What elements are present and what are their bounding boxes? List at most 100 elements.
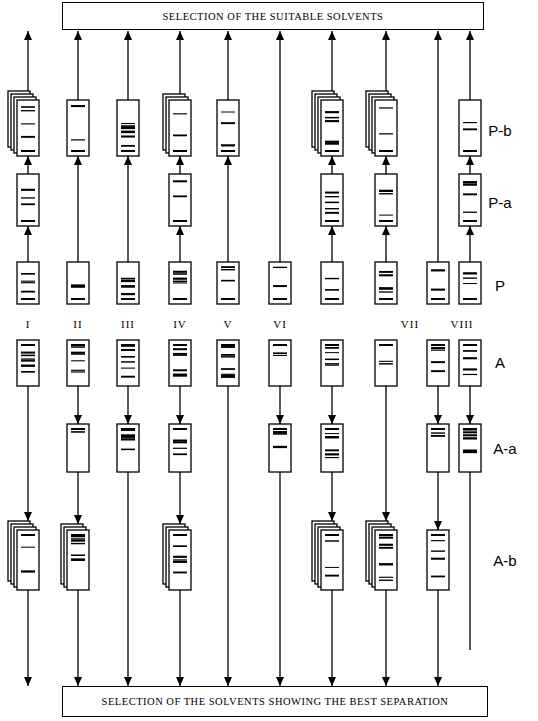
tlc-plate: [17, 340, 39, 386]
arrow-head: [328, 415, 336, 424]
arrow-head: [434, 31, 442, 40]
arrow-head: [276, 415, 284, 424]
tlc-plate: [269, 262, 291, 304]
tlc-plate: [459, 424, 481, 472]
flow-line: [279, 472, 280, 686]
arrow-head: [176, 515, 184, 524]
flow-arrows: [24, 31, 474, 686]
arrow-head: [224, 31, 232, 40]
flow-line: [279, 31, 280, 262]
column-numeral: III: [120, 319, 136, 330]
arrow-head: [328, 677, 336, 686]
plate-stack: [163, 524, 191, 590]
arrow-head: [176, 31, 184, 40]
tlc-plate: [169, 340, 191, 386]
column-numeral: II: [72, 319, 83, 330]
tlc-plate: [375, 174, 397, 226]
tlc-plate: [217, 100, 239, 156]
tlc-plate: [321, 340, 343, 386]
arrow-head: [328, 156, 336, 165]
plate-stack: [312, 521, 343, 590]
tlc-plate: [459, 340, 481, 386]
arrow-head: [382, 31, 390, 40]
tlc-plate: [17, 174, 39, 226]
arrow-head: [24, 512, 32, 521]
tlc-plate: [321, 424, 343, 472]
tlc-plate: [117, 340, 139, 386]
flow-line: [331, 590, 332, 686]
arrow-head: [124, 677, 132, 686]
tlc-plate: [375, 340, 397, 386]
arrow-head: [74, 156, 82, 165]
arrow-head: [466, 415, 474, 424]
flow-line: [127, 31, 128, 100]
flow-line: [77, 156, 78, 262]
column-numeral: V: [223, 319, 234, 330]
flow-line: [127, 156, 128, 262]
flow-line: [227, 386, 228, 686]
column-numeral: VII: [400, 319, 420, 330]
tlc-plate: [217, 340, 239, 386]
arrow-head: [382, 226, 390, 235]
tlc-plate: [117, 262, 139, 304]
tlc-plate: [427, 424, 449, 472]
box-text: SELECTION OF THE SOLVENTS SHOWING THE BE…: [96, 696, 455, 707]
arrow-head: [276, 677, 284, 686]
plate-stack: [366, 521, 397, 590]
arrow-head: [176, 226, 184, 235]
tlc-plate: [269, 340, 291, 386]
arrow-head: [124, 415, 132, 424]
tlc-plate: [459, 174, 481, 226]
arrow-head: [176, 677, 184, 686]
tlc-plate: [67, 340, 89, 386]
arrow-head: [74, 31, 82, 40]
tlc-plate: [459, 262, 481, 304]
tlc-plate: [427, 340, 449, 386]
arrow-head: [382, 677, 390, 686]
arrow-head: [24, 677, 32, 686]
flow-line: [469, 31, 470, 100]
arrow-head: [434, 521, 442, 530]
row-label: P-b: [488, 123, 511, 138]
tlc-plate: [269, 424, 291, 472]
column-numeral: IV: [172, 319, 188, 330]
arrow-head: [328, 226, 336, 235]
box-text: SELECTION OF THE SUITABLE SOLVENTS: [157, 11, 390, 22]
flow-line: [77, 31, 78, 100]
row-label: P-a: [488, 195, 511, 210]
flow-line: [227, 156, 228, 262]
flow-line: [179, 31, 180, 94]
tlc-plate: [321, 262, 343, 304]
arrow-head: [24, 156, 32, 165]
selection-box: SELECTION OF THE SOLVENTS SHOWING THE BE…: [62, 686, 488, 717]
plate-stack: [61, 524, 89, 590]
arrow-head: [74, 515, 82, 524]
arrow-head: [328, 512, 336, 521]
arrow-head: [382, 156, 390, 165]
arrow-head: [74, 415, 82, 424]
column-numeral: VI: [272, 319, 288, 330]
flow-line: [385, 386, 386, 521]
tlc-plate: [217, 262, 239, 304]
arrow-head: [434, 677, 442, 686]
tlc-plate: [427, 530, 449, 590]
row-label: A-a: [493, 441, 516, 456]
tlc-plate: [169, 424, 191, 472]
arrow-head: [24, 226, 32, 235]
tlc-plate: [67, 424, 89, 472]
tlc-plate: [117, 100, 139, 156]
arrow-head: [224, 156, 232, 165]
tlc-plate: [169, 174, 191, 226]
plate-stack: [8, 521, 39, 590]
selection-box: SELECTION OF THE SUITABLE SOLVENTS: [62, 2, 484, 30]
arrow-head: [24, 31, 32, 40]
tlc-plate: [17, 262, 39, 304]
arrow-head: [276, 31, 284, 40]
arrow-head: [124, 31, 132, 40]
tlc-plate: [321, 174, 343, 226]
flow-line: [127, 472, 128, 686]
flow-line: [27, 386, 28, 521]
arrow-head: [176, 415, 184, 424]
flow-line: [227, 31, 228, 100]
